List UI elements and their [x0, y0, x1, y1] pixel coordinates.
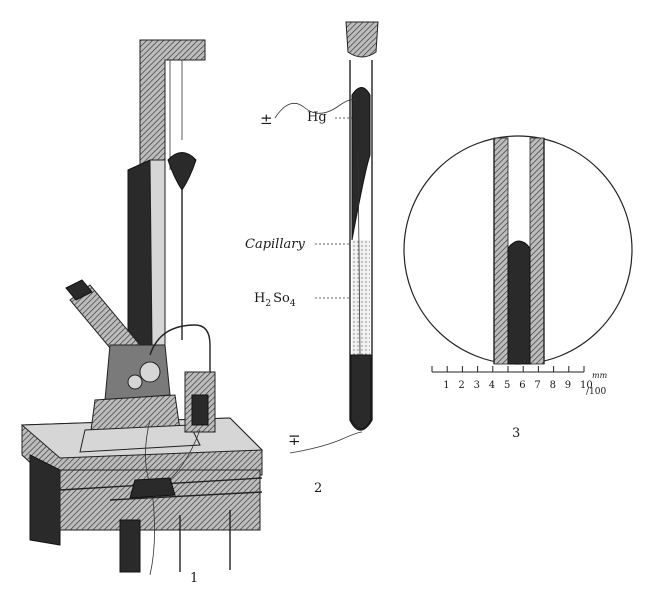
mercury-label: Hg	[307, 110, 327, 125]
tube-wall-left	[493, 137, 509, 365]
scale-fraction: /100	[586, 387, 606, 397]
glass-tube	[349, 60, 373, 431]
scale-label: 8	[550, 380, 556, 391]
top-wire	[274, 99, 357, 119]
scale-label: 9	[565, 380, 571, 391]
scale-label: 10	[580, 380, 593, 391]
acid-label-sub2: 4	[290, 299, 296, 309]
table	[20, 417, 264, 573]
scale-unit: mm	[592, 371, 608, 380]
tube-wall-right	[529, 137, 545, 365]
wires	[129, 419, 201, 576]
acid-column	[352, 240, 370, 360]
acid-label-main: H	[254, 291, 265, 306]
scale-label: 7	[534, 380, 540, 391]
bottom-wire	[289, 431, 363, 454]
microscope	[65, 279, 201, 453]
scale-label: 2	[458, 380, 464, 391]
figure-3-number: 3	[512, 426, 520, 441]
electrolytic-cell	[149, 324, 216, 433]
mercury-column	[351, 87, 371, 241]
figure-1-apparatus: 1	[20, 39, 264, 586]
acid-label-sub1: 2	[265, 299, 271, 309]
mercury-meniscus	[507, 240, 531, 365]
scale-label: 1	[443, 380, 449, 391]
pressure-bulb	[167, 60, 197, 340]
scale-label: 6	[519, 380, 525, 391]
scale-label: 4	[489, 380, 495, 391]
stand	[127, 39, 206, 361]
scale-label: 5	[504, 380, 510, 391]
capillary-label: Capillary	[245, 237, 305, 252]
top-sign-label: ±	[260, 110, 273, 128]
acid-label-mid: So	[273, 291, 290, 306]
figure-2-number: 2	[314, 481, 322, 496]
scale-label: 3	[474, 380, 480, 391]
figure-1-number: 1	[190, 571, 198, 586]
bottom-sign-label: ∓	[288, 431, 301, 449]
mercury-bottom	[350, 354, 372, 430]
cork-top	[345, 21, 379, 58]
